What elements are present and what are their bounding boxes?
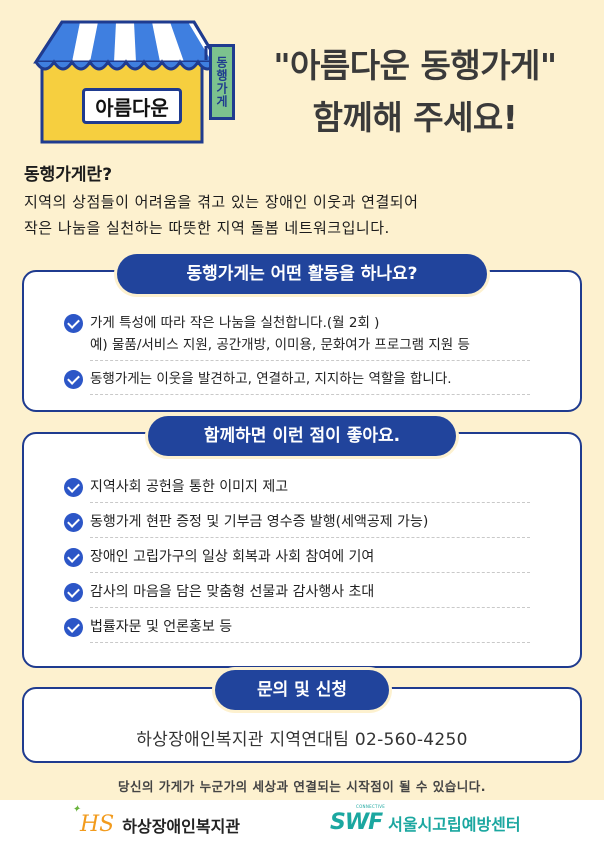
check-circle-icon — [64, 548, 83, 567]
benefit-text: 동행가게 현판 증정 및 기부금 영수증 발행(세액공제 가능) — [90, 514, 429, 530]
contact-info: 하상장애인복지관 지역연대팀 02-560-4250 — [136, 730, 468, 750]
benefit-text: 장애인 고립가구의 일상 회복과 사회 참여에 기여 — [90, 549, 375, 565]
store-icon — [33, 20, 221, 144]
seoul-center-name: 서울시고립예방센터 — [388, 814, 521, 834]
hasang-name: 하상장애인복지관 — [122, 816, 241, 836]
check-circle-icon — [64, 618, 83, 637]
swf-logo-mark: SWF — [330, 810, 383, 835]
list-item: 동행가게는 이웃을 발견하고, 연결하고, 지지하는 역할을 합니다. — [64, 368, 560, 395]
list-item: 장애인 고립가구의 일상 회복과 사회 참여에 기여 — [64, 546, 560, 573]
activities-heading: 동행가게는 어떤 활동을 하나요? — [117, 254, 487, 294]
intro-section: 동행가게란? 지역의 상점들이 어려움을 겪고 있는 장애인 이웃과 연결되어 … — [24, 160, 584, 241]
swf-logo-tagline: CONNECTIVE — [356, 804, 386, 809]
check-circle-icon — [64, 583, 83, 602]
intro-line-2: 작은 나눔을 실천하는 따뜻한 지역 돌봄 네트워크입니다. — [24, 219, 390, 237]
check-circle-icon — [64, 513, 83, 532]
contact-heading: 문의 및 신청 — [215, 670, 389, 710]
intro-line-1: 지역의 상점들이 어려움을 겪고 있는 장애인 이웃과 연결되어 — [24, 193, 419, 211]
list-item: 지역사회 공헌을 통한 이미지 제고 — [64, 476, 560, 503]
benefits-box: 지역사회 공헌을 통한 이미지 제고 동행가게 현판 증정 및 기부금 영수증 … — [22, 432, 582, 668]
tagline: 당신의 가게가 누군가의 세상과 연결되는 시작점이 될 수 있습니다. — [117, 779, 487, 794]
activity-example: 예) 물품/서비스 지원, 공간개방, 이미용, 문화여가 프로그램 지원 등 — [90, 337, 470, 353]
benefits-heading: 함께하면 이런 점이 좋아요. — [148, 416, 456, 456]
list-item: 감사의 마음을 담은 맞춤형 선물과 감사행사 초대 — [64, 581, 560, 608]
swf-logo: CONNECTIVE SWF — [330, 804, 385, 835]
check-circle-icon — [64, 370, 83, 389]
list-item: 법률자문 및 언론홍보 등 — [64, 616, 560, 643]
activity-text: 동행가게는 이웃을 발견하고, 연결하고, 지지하는 역할을 합니다. — [90, 371, 452, 387]
list-item: 동행가게 현판 증정 및 기부금 영수증 발행(세액공제 가능) — [64, 511, 560, 538]
check-circle-icon — [64, 314, 83, 333]
store-sign: 아름다운 — [82, 88, 182, 124]
page-title: "아름다운 동행가게" 함께해 주세요! — [240, 40, 590, 144]
title-line-2: 함께해 주세요! — [312, 98, 518, 137]
benefit-text: 지역사회 공헌을 통한 이미지 제고 — [90, 479, 289, 495]
org-seoul-isolation-center: CONNECTIVE SWF 서울시고립예방센터 — [330, 804, 521, 835]
activity-text: 가게 특성에 따라 작은 나눔을 실천합니다.(월 2회 ) — [90, 315, 380, 331]
title-line-1: "아름다운 동행가게" — [273, 46, 557, 85]
benefit-text: 법률자문 및 언론홍보 등 — [90, 619, 233, 635]
benefit-text: 감사의 마음을 담은 맞춤형 선물과 감사행사 초대 — [90, 584, 375, 600]
check-circle-icon — [64, 478, 83, 497]
store-illustration: 아름다운 — [28, 16, 228, 146]
intro-heading: 동행가게란? — [24, 165, 113, 185]
list-item: 가게 특성에 따라 작은 나눔을 실천합니다.(월 2회 ) 예) 물품/서비스… — [64, 312, 560, 361]
org-hasang: HS 하상장애인복지관 — [72, 804, 241, 837]
hasang-logo: HS — [72, 804, 114, 837]
benefits-list: 지역사회 공헌을 통한 이미지 제고 동행가게 현판 증정 및 기부금 영수증 … — [64, 476, 560, 651]
footer: HS 하상장애인복지관 CONNECTIVE SWF 서울시고립예방센터 — [0, 800, 604, 850]
vertical-sign: 동행가게 — [209, 44, 235, 120]
activities-list: 가게 특성에 따라 작은 나눔을 실천합니다.(월 2회 ) 예) 물품/서비스… — [64, 312, 560, 402]
